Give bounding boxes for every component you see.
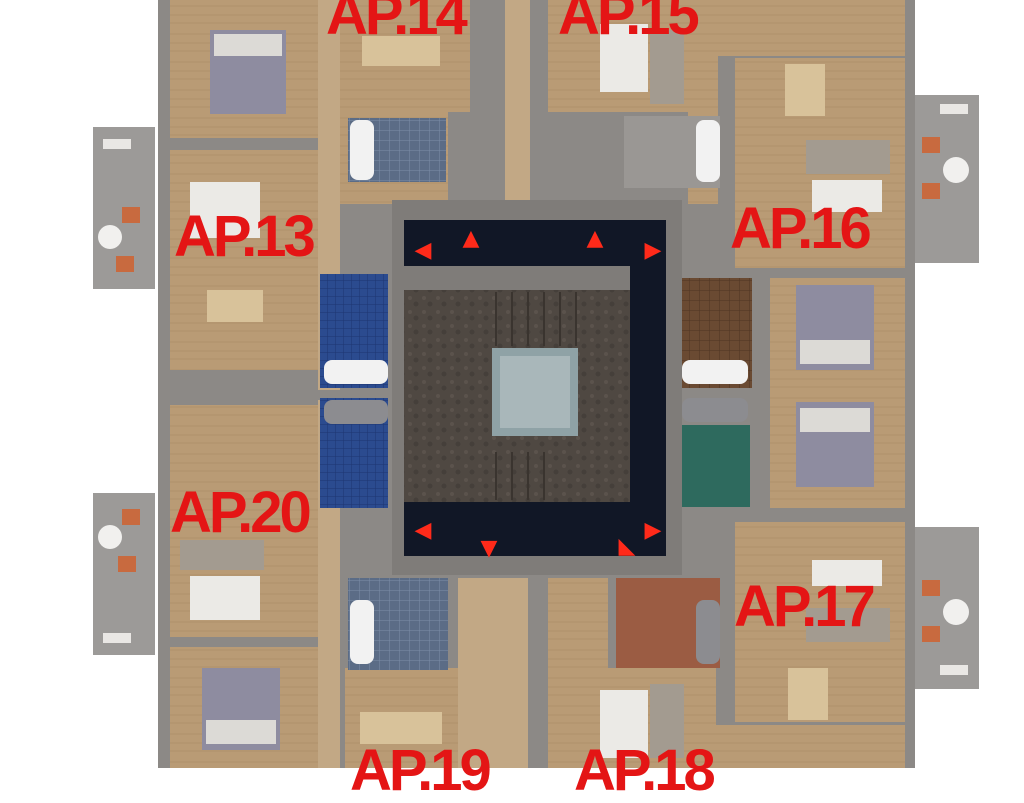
arrow-down-left-icon: ◣ <box>618 534 636 559</box>
arrow-left-icon: ◀ <box>414 238 432 263</box>
dining-table <box>360 712 442 744</box>
floor-plan <box>93 0 979 768</box>
staircase <box>495 292 577 500</box>
sofa <box>180 540 264 570</box>
balcony-east-lower <box>915 527 979 689</box>
bathroom-ap17-upper <box>680 425 750 507</box>
apartment-label-ap13: AP.13 <box>174 204 316 269</box>
sofa <box>650 684 684 758</box>
apartment-label-ap16: AP.16 <box>730 196 872 261</box>
arrow-right-icon: ▶ <box>644 518 662 543</box>
corridor-south <box>404 502 666 556</box>
balcony-east-upper <box>915 95 979 263</box>
apartment-label-ap20: AP.20 <box>170 480 312 545</box>
apartment-label-ap14: AP.14 <box>326 0 468 47</box>
sofa <box>806 608 890 642</box>
arrow-up-icon: ▲ <box>586 226 604 251</box>
dining-table <box>785 64 825 116</box>
balcony-west-upper <box>93 127 155 289</box>
arrow-right-icon: ▶ <box>644 238 662 263</box>
arrow-down-icon: ▼ <box>480 536 498 561</box>
apartment-label-ap18: AP.18 <box>574 738 716 803</box>
apartment-label-ap17: AP.17 <box>734 574 876 639</box>
arrow-up-icon: ▲ <box>462 226 480 251</box>
corridor-north <box>404 220 666 266</box>
arrow-left-icon: ◀ <box>414 518 432 543</box>
apartment-label-ap15: AP.15 <box>558 0 700 47</box>
apartment-label-ap19: AP.19 <box>350 738 492 803</box>
dining-table <box>207 290 263 322</box>
sofa <box>650 30 684 104</box>
dining-table <box>788 668 828 720</box>
corridor-east <box>630 266 666 502</box>
dining-table <box>362 36 440 66</box>
sofa <box>806 140 890 174</box>
balcony-west-lower <box>93 493 155 655</box>
